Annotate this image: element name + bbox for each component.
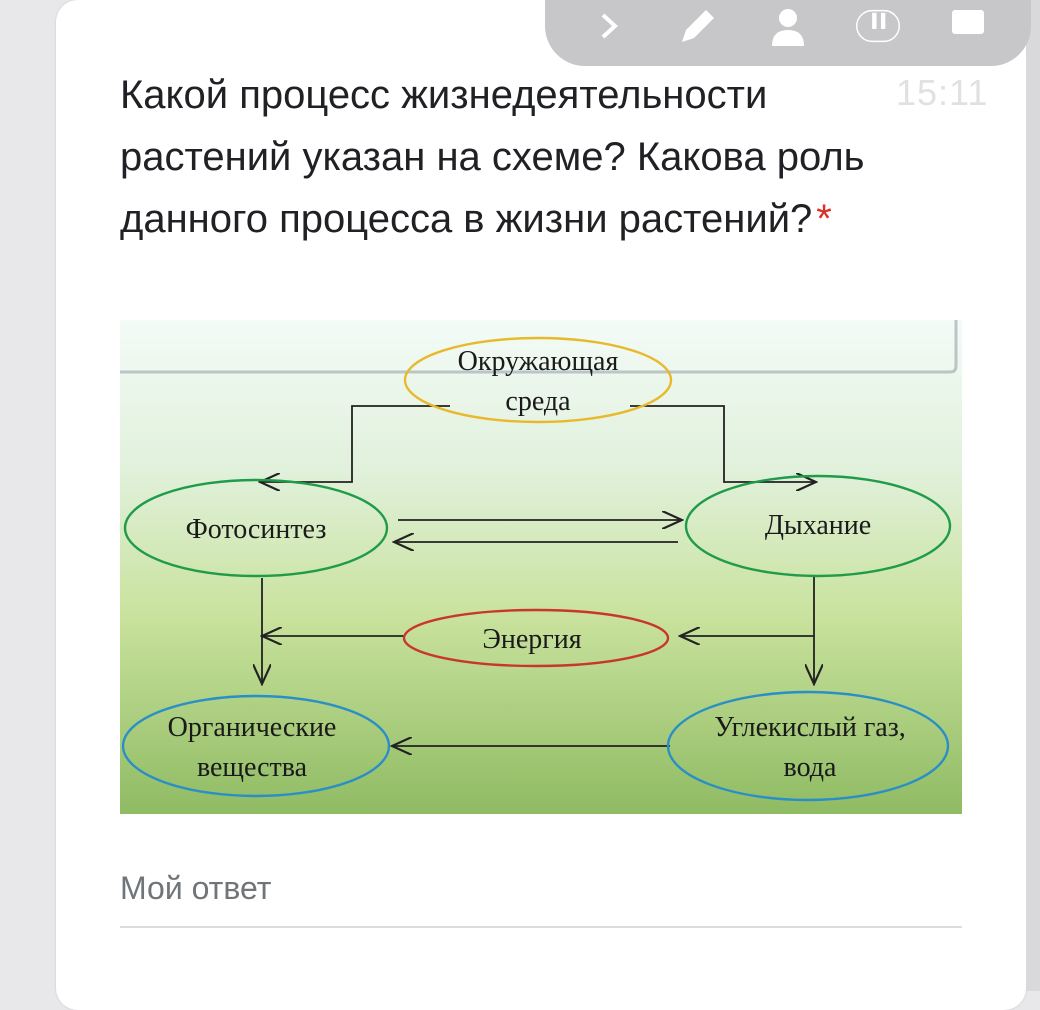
- screen-edge: [1026, 0, 1040, 991]
- diagram-header-frame: [120, 320, 958, 374]
- node-co2-label-2: вода: [784, 752, 837, 783]
- pencil-icon[interactable]: [676, 4, 720, 48]
- person-icon[interactable]: [766, 4, 810, 48]
- node-respiration-label: Дыхание: [765, 510, 871, 541]
- node-energy-label: Энергия: [482, 624, 581, 655]
- node-environment-label-2: среда: [505, 386, 571, 417]
- node-respiration: [684, 474, 952, 578]
- annotation-toolbar: [545, 0, 1031, 66]
- chevron-right-icon[interactable]: [586, 4, 630, 48]
- question-text: Какой процесс жизнедеятельности растений…: [120, 73, 865, 241]
- diagram-background: [120, 320, 962, 814]
- node-organic: [121, 694, 391, 798]
- question-title: Какой процесс жизнедеятельности растений…: [120, 64, 900, 250]
- node-photosynthesis: [123, 478, 389, 578]
- photosynthesis-respiration-diagram: Окружающая среда Фотосинтез Дыхание Энер…: [120, 320, 962, 814]
- node-photosynthesis-label: Фотосинтез: [186, 514, 327, 545]
- stop-icon[interactable]: [946, 4, 990, 48]
- answer-input[interactable]: Мой ответ: [120, 870, 272, 906]
- node-co2-label-1: Углекислый газ,: [714, 712, 906, 743]
- node-environment-label-1: Окружающая: [458, 346, 619, 377]
- node-organic-label-1: Органические: [168, 712, 337, 743]
- pause-icon[interactable]: [856, 4, 900, 48]
- video-timestamp: 15:11: [896, 72, 989, 113]
- arrow-env-to-respiration: [630, 405, 816, 482]
- answer-underline: [120, 926, 962, 928]
- node-organic-label-2: вещества: [197, 752, 308, 783]
- node-co2-water: [666, 690, 950, 802]
- node-energy: [402, 608, 670, 668]
- node-environment: [403, 336, 673, 424]
- required-asterisk: *: [816, 197, 832, 241]
- arrow-env-to-photosynthesis: [260, 405, 450, 482]
